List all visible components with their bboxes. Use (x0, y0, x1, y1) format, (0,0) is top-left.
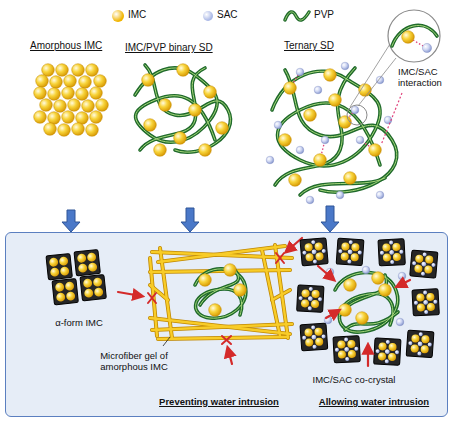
figure-heading: IMC/PVP binary SD (125, 42, 213, 54)
text-slot: α-form IMC (44, 317, 114, 328)
legend-text: SAC (217, 9, 238, 21)
legend-swatch (203, 11, 213, 21)
pvp-chain (285, 12, 309, 20)
text-slot: Allowing water intrusion (304, 396, 444, 407)
figure-label: Microfiber gel of amorphous IMC (88, 350, 180, 373)
panel-caption: Preventing water intrusion (149, 396, 289, 407)
figure-label: α-form IMC (44, 317, 114, 328)
text-slot: Ternary SD (284, 40, 334, 52)
text-slot: Preventing water intrusion (149, 396, 289, 407)
text-slot: IMC/SAC co-crystal (299, 374, 409, 385)
panel-caption: Allowing water intrusion (304, 396, 444, 407)
figure-group: Amorphous IMC (25, 38, 117, 210)
legend-swatch (112, 10, 124, 22)
text-slot: Amorphous IMC (30, 40, 102, 52)
legend-text: PVP (314, 9, 334, 21)
block-arrow (181, 208, 199, 232)
figure-heading: Ternary SD (284, 40, 334, 52)
pvp-chain-highlight (285, 12, 309, 20)
figure-group: IMC/PVP binary SD (122, 38, 258, 208)
text-slot: Microfiber gel of amorphous IMC (88, 350, 180, 373)
text-slot: IMC/PVP binary SD (125, 42, 213, 54)
legend-squiggle (283, 8, 311, 24)
figure-label: IMC/SAC co-crystal (299, 374, 409, 385)
block-arrow (321, 206, 339, 232)
callout-label: IMC/SAC interaction (398, 66, 446, 89)
block-arrow (62, 210, 80, 232)
figure-heading: Amorphous IMC (30, 40, 102, 52)
text-slot: IMC/SAC interaction (398, 66, 446, 89)
legend-text: IMC (128, 9, 146, 21)
